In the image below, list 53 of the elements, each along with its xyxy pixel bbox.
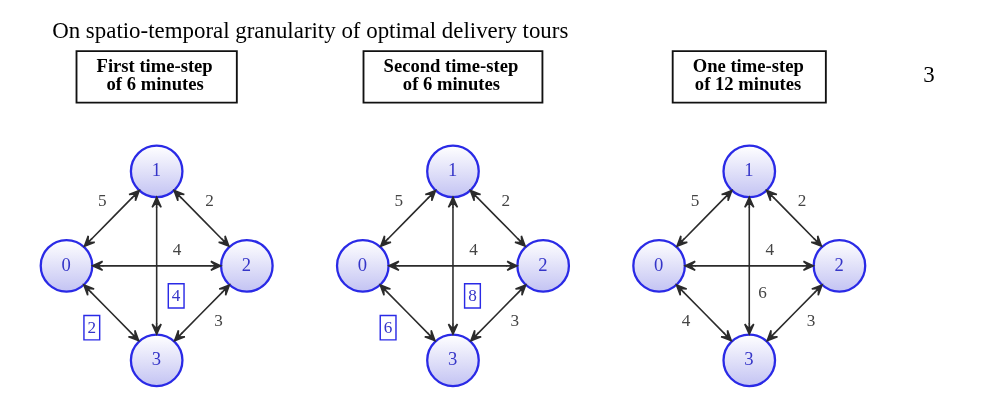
edge-label: 2	[87, 317, 96, 337]
arrow	[387, 260, 518, 272]
arrow	[743, 196, 755, 335]
arrow	[83, 189, 140, 247]
label: 3	[922, 62, 935, 88]
arrow	[378, 284, 436, 342]
edge-label: 5	[393, 190, 403, 210]
arrow	[765, 189, 822, 247]
node-circle: 3	[425, 333, 480, 388]
node-circle: 2	[812, 238, 866, 293]
node-circle: 1	[721, 144, 776, 199]
diagram-title: On spatio-temporal granularity of optimal delivery tours	[51, 17, 568, 43]
edge-label: 4	[172, 239, 181, 259]
edge-label: 4	[171, 286, 180, 306]
edge-label: 3	[213, 310, 223, 330]
edge-label: 6	[757, 282, 767, 302]
arrow	[683, 260, 814, 272]
arrow	[379, 189, 436, 247]
arrow	[82, 284, 139, 342]
node-circle: 1	[129, 144, 184, 199]
edge-label: 2	[501, 190, 510, 210]
node-circle: 2	[219, 238, 274, 293]
arrow	[150, 196, 162, 335]
edge-label: 4	[764, 239, 774, 259]
arrow	[91, 260, 222, 272]
edge-label: 2	[797, 190, 806, 210]
node-box: First time-step of 6 minutes	[75, 50, 238, 104]
arrow	[469, 189, 526, 247]
arrow	[675, 284, 732, 342]
node-box: Second time-step of 6 minutes	[362, 50, 543, 104]
node-circle: 1	[425, 144, 480, 199]
arrow	[675, 189, 733, 247]
node-circle: 2	[515, 238, 570, 293]
node-circle: 3	[721, 333, 776, 388]
edge-label: 3	[806, 310, 815, 330]
edge-label: 4	[681, 310, 690, 330]
arrow	[172, 189, 230, 247]
arrow	[765, 284, 823, 342]
edge-label: 6	[383, 317, 392, 337]
edge-label: 4	[468, 239, 478, 259]
node-circle: 0	[631, 238, 686, 293]
edge-label: 5	[97, 190, 107, 210]
edge-label: 5	[690, 190, 699, 210]
arrow	[173, 284, 230, 342]
node-circle: 0	[335, 238, 390, 293]
node-circle: 0	[39, 238, 93, 293]
arrow	[469, 284, 527, 342]
edge-label: 3	[510, 310, 519, 330]
arrow	[447, 196, 458, 335]
node-circle: 3	[129, 333, 184, 388]
edge-label: 2	[204, 190, 214, 210]
node-box: One time-step of 12 minutes	[671, 50, 827, 104]
edge-label: 8	[467, 286, 477, 306]
